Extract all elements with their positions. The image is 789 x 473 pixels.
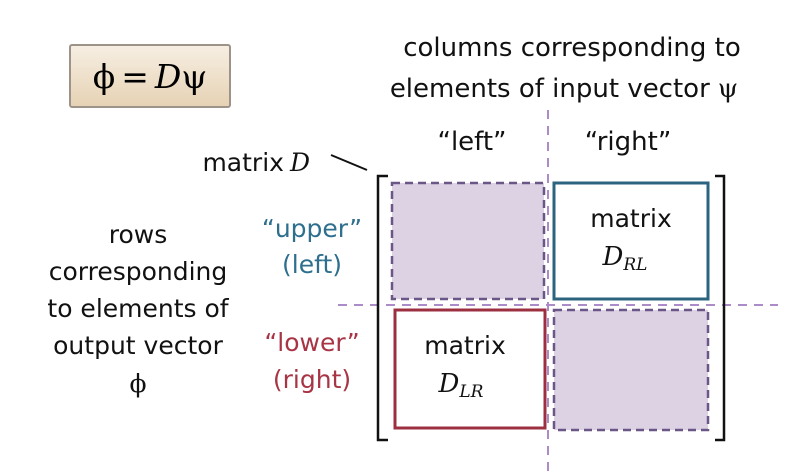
matrix-d-label-symbol: D: [289, 148, 310, 177]
row-label-upper-line2: (left): [282, 250, 342, 279]
block-d-lr-symbol-main: D: [438, 369, 460, 399]
rows-caption-line3: to elements of: [47, 294, 229, 323]
rows-caption-line4: output vector: [53, 331, 223, 360]
matrix-d-label-text: matrix: [202, 148, 284, 177]
block-d-lr-symbol: DLR: [438, 369, 484, 402]
block-lower-right: [552, 308, 710, 432]
block-d-rl-symbol-main: D: [602, 242, 624, 272]
matrix-d-pointer: [330, 154, 368, 171]
columns-caption-symbol: ψ: [718, 74, 738, 104]
columns-caption-line2-text: elements of input vector: [390, 74, 710, 104]
row-label-upper-line1: “upper”: [262, 214, 362, 243]
equation-box-frame: [69, 44, 231, 108]
row-label-lower-line2: (right): [273, 365, 351, 394]
column-label-right: “right”: [585, 127, 672, 157]
block-d-rl-subscript: RL: [622, 255, 647, 275]
equation-lhs: ϕ: [93, 57, 116, 96]
matrix-right-bracket: [715, 174, 726, 442]
rows-caption-line1: rows: [109, 220, 168, 249]
equation-equals: =: [121, 57, 149, 96]
block-d-rl: [552, 181, 710, 301]
row-label-lower-line1: “lower”: [264, 328, 359, 357]
block-d-lr: [393, 308, 547, 430]
rows-caption-line2: corresponding: [49, 257, 228, 286]
block-d-rl-label: matrix: [590, 204, 672, 233]
matrix-left-bracket: [376, 174, 388, 442]
equation-matrix-symbol: D: [154, 57, 181, 96]
equation-vector-symbol: ψ: [181, 57, 207, 96]
block-d-lr-subscript: LR: [458, 382, 483, 402]
rows-caption-symbol: ϕ: [129, 369, 146, 398]
equation-text: ϕ=Dψ: [93, 57, 208, 96]
columns-caption-line2: elements of input vector ψ: [390, 74, 738, 104]
block-d-rl-symbol: DRL: [602, 242, 648, 275]
block-d-lr-label: matrix: [424, 331, 506, 360]
block-upper-left: [390, 181, 546, 301]
columns-caption-line1: columns corresponding to: [403, 33, 741, 63]
equation-box: ϕ=Dψ: [69, 44, 231, 108]
column-label-left: “left”: [437, 127, 506, 157]
